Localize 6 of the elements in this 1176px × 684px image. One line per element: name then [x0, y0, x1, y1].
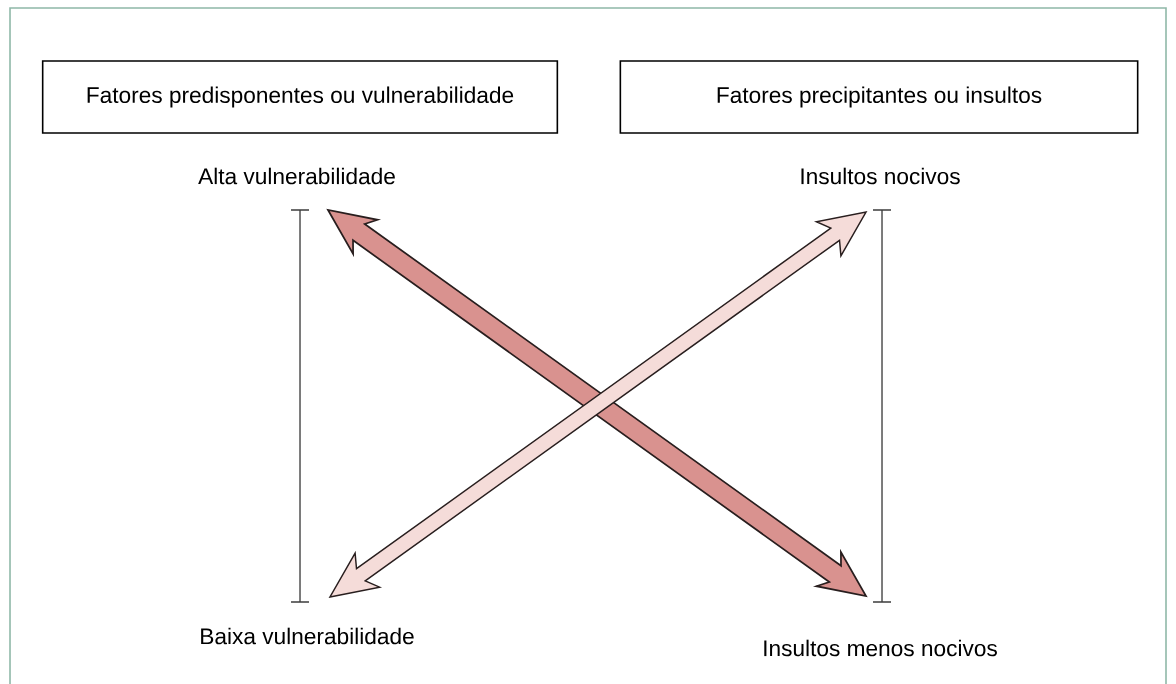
label-box: Fatores precipitantes ou insultos	[619, 60, 1139, 134]
axis-label: Insultos nocivos	[801, 167, 960, 185]
axis-label: Baixa vulnerabilidade	[201, 627, 414, 645]
axis-label: Alta vulnerabilidade	[198, 167, 395, 185]
axis-label: Insultos menos nocivos	[764, 639, 997, 657]
label-box: Fatores predisponentes ou vulnerabilidade	[41, 60, 559, 134]
